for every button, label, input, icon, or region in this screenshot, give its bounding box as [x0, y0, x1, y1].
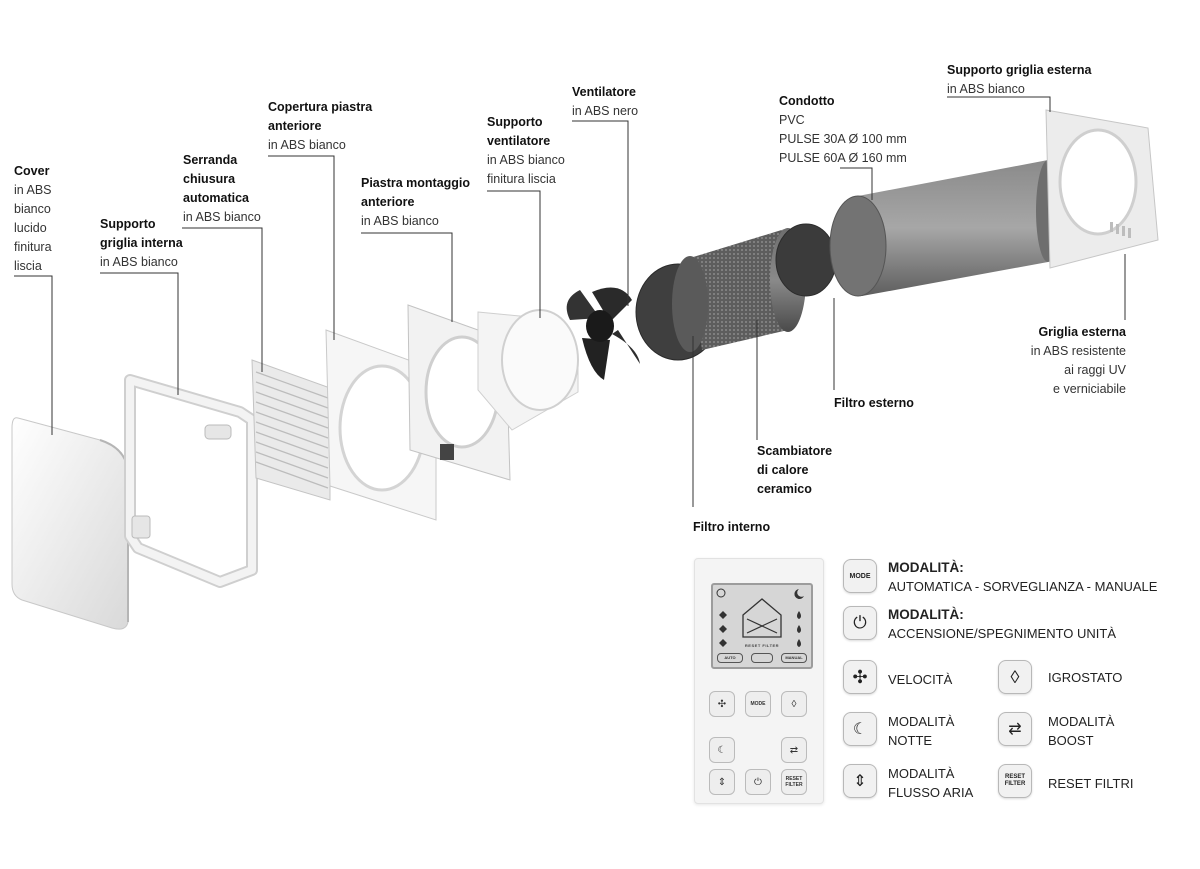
lcd-pill-manual: MANUAL [781, 653, 807, 663]
label-duct: Condotto PVC PULSE 30A Ø 100 mm PULSE 60… [779, 92, 907, 168]
label-fan-support-desc: in ABS bianco finitura liscia [487, 153, 565, 186]
label-outer-grille-title: Griglia esterna [1038, 325, 1126, 339]
legend-power-icon: ⏻ [843, 606, 877, 640]
boost-house-icon: ⇄ [1008, 721, 1022, 738]
lcd-caption: RESET FILTER [744, 643, 780, 648]
legend-night-label: MODALITÀ NOTTE [888, 714, 955, 748]
label-fan-support: Supporto ventilatore in ABS bianco finit… [487, 113, 565, 189]
legend-mode-text: MODALITÀ: AUTOMATICA - SORVEGLIANZA - MAN… [888, 558, 1157, 596]
legend-power-title: MODALITÀ: [888, 607, 964, 622]
lcd-pill-mid [751, 653, 773, 663]
duct-part [829, 160, 1060, 297]
legend-speed-icon: ✣ [843, 660, 877, 694]
leader-lines [14, 96, 1126, 507]
legend-boost-icon: ⇄ [998, 712, 1032, 746]
fan-icon: ✣ [717, 698, 727, 710]
reset-filter-icon: RESET FILTER [1004, 774, 1026, 787]
legend-mode-desc: AUTOMATICA - SORVEGLIANZA - MANUALE [888, 579, 1158, 594]
moon-house-icon: ☾ [852, 721, 868, 738]
power-icon: ⏻ [853, 613, 867, 632]
remote-mode-label: MODE [750, 701, 766, 707]
label-shutter: Serranda chiusura automatica in ABS bian… [183, 151, 261, 227]
boost-house-icon: ⇄ [789, 744, 799, 756]
label-front-mounting-plate: Piastra montaggio anteriore in ABS bianc… [361, 174, 470, 231]
label-front-mounting-plate-title: Piastra montaggio anteriore [361, 176, 471, 209]
legend-airflow-label: MODALITÀ FLUSSO ARIA [888, 766, 974, 800]
label-inner-grille-support: Supporto griglia interna in ABS bianco [100, 215, 183, 272]
remote-fan-button[interactable]: ✣ [709, 691, 735, 717]
remote-control: RESET FILTER AUTO MANUAL ✣ MODE ◊ ☾ ⇄ ⇕ … [694, 558, 824, 804]
shutter-part [251, 359, 331, 501]
legend-reset-label: RESET FILTRI [1048, 776, 1134, 791]
outer-filter-part [775, 223, 837, 297]
mode-icon: MODE [849, 572, 871, 580]
drop-icon: ◊ [791, 698, 797, 710]
label-inner-filter: Filtro interno [693, 518, 770, 537]
label-ceramic-exchanger-title: Scambiatore di calore ceramico [757, 444, 833, 496]
cover-part [11, 417, 129, 630]
label-fan: Ventilatore in ABS nero [572, 83, 638, 121]
label-fan-title: Ventilatore [572, 85, 636, 99]
label-cover: Cover in ABS bianco lucido finitura lisc… [14, 162, 52, 276]
label-inner-grille-support-title: Supporto griglia interna [100, 217, 183, 250]
alarm-clock-icon [716, 588, 726, 598]
moon-house-icon: ☾ [717, 744, 727, 756]
label-outer-grille-support-desc: in ABS bianco [947, 82, 1025, 96]
remote-power-button[interactable]: ⏻ [745, 769, 771, 795]
label-outer-grille: Griglia esterna in ABS resistente ai rag… [1000, 323, 1126, 399]
outer-grille-part [1045, 109, 1159, 269]
remote-reset-label: RESET FILTER [785, 776, 803, 788]
legend-night-icon: ☾ [843, 712, 877, 746]
label-duct-title: Condotto [779, 94, 835, 108]
label-outer-filter-title: Filtro esterno [834, 396, 914, 410]
legend-airflow-icon: ⇕ [843, 764, 877, 798]
label-fan-desc: in ABS nero [572, 104, 639, 118]
remote-lcd: RESET FILTER AUTO MANUAL [711, 583, 813, 669]
remote-boost-button[interactable]: ⇄ [781, 737, 807, 763]
drop-icon: ◊ [1010, 666, 1020, 687]
legend-humidity-icon: ◊ [998, 660, 1032, 694]
label-outer-grille-desc: in ABS resistente ai raggi UV e vernicia… [1030, 344, 1126, 396]
legend-power-desc: ACCENSIONE/SPEGNIMENTO UNITÀ [888, 626, 1117, 641]
label-shutter-desc: in ABS bianco [183, 210, 261, 224]
label-front-plate-cover-desc: in ABS bianco [268, 138, 346, 152]
legend-mode-title: MODALITÀ: [888, 560, 964, 575]
label-inner-grille-support-desc: in ABS bianco [100, 255, 178, 269]
label-outer-filter: Filtro esterno [834, 394, 914, 413]
label-front-plate-cover-title: Copertura piastra anteriore [268, 100, 373, 133]
remote-airflow-button[interactable]: ⇕ [709, 769, 735, 795]
label-front-plate-cover: Copertura piastra anteriore in ABS bianc… [268, 98, 372, 155]
fan-support-part [477, 309, 579, 431]
legend-power-text: MODALITÀ: ACCENSIONE/SPEGNIMENTO UNITÀ [888, 605, 1116, 643]
remote-night-button[interactable]: ☾ [709, 737, 735, 763]
remote-reset-button[interactable]: RESET FILTER [781, 769, 807, 795]
label-inner-filter-title: Filtro interno [693, 520, 771, 534]
legend-mode-icon: MODE [843, 559, 877, 593]
legend-boost-label: MODALITÀ BOOST [1048, 714, 1115, 748]
label-front-mounting-plate-desc: in ABS bianco [361, 214, 439, 228]
airflow-house-icon: ⇕ [717, 776, 727, 788]
fan-part [566, 287, 640, 380]
label-ceramic-exchanger: Scambiatore di calore ceramico [757, 442, 832, 499]
legend-humidity-label: IGROSTATO [1048, 670, 1123, 685]
fan-icon: ✣ [852, 666, 868, 687]
lcd-pill-auto: AUTO [717, 653, 743, 663]
inner-grille-support-part [124, 374, 258, 588]
night-icon [794, 589, 804, 599]
label-fan-support-title: Supporto ventilatore [487, 115, 551, 148]
label-outer-grille-support-title: Supporto griglia esterna [947, 63, 1092, 77]
legend-speed-label: VELOCITÀ [888, 672, 953, 687]
remote-humidity-button[interactable]: ◊ [781, 691, 807, 717]
legend-reset-icon: RESET FILTER [998, 764, 1032, 798]
label-cover-title: Cover [14, 164, 50, 178]
remote-mode-button[interactable]: MODE [745, 691, 771, 717]
label-duct-desc: PVC PULSE 30A Ø 100 mm PULSE 60A Ø 160 m… [779, 113, 907, 165]
label-outer-grille-support: Supporto griglia esterna in ABS bianco [947, 61, 1091, 99]
label-shutter-title: Serranda chiusura automatica [183, 153, 249, 205]
airflow-house-icon: ⇕ [853, 773, 867, 790]
label-cover-desc: in ABS bianco lucido finitura liscia [14, 183, 52, 273]
power-icon: ⏻ [754, 776, 762, 788]
